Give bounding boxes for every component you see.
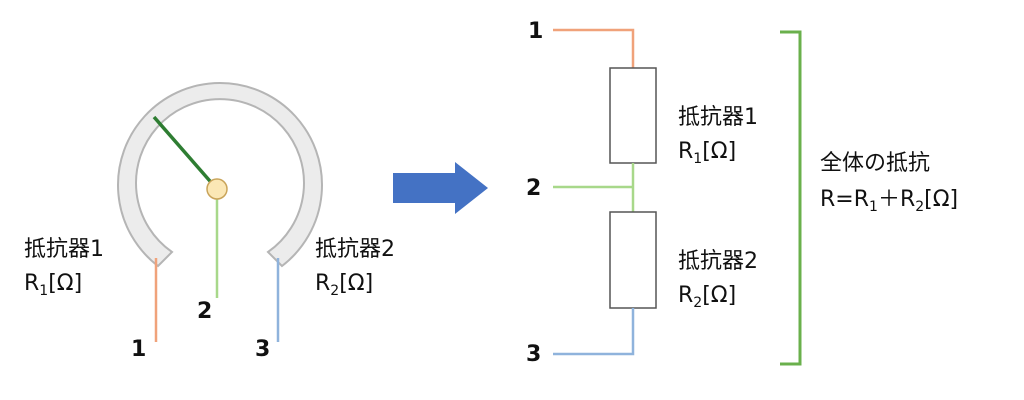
wiper-arm [152,115,218,190]
terminal-3-wire [553,308,635,356]
circuit-resistor1-name: 抵抗器1 [678,105,758,130]
resistor-1-symbol [609,67,657,164]
wiper-pivot [206,178,228,200]
circuit-terminal-2-label: 2 [526,176,541,201]
total-resistance-formula: R=R1＋R2[Ω] [820,187,958,215]
pot-resistor1-name: 抵抗器1 [24,237,104,262]
terminal-1-wire [553,28,635,68]
circuit-resistor2-unit: R2[Ω] [678,283,736,311]
equivalent-circuit: 1 2 3 抵抗器1 R1[Ω] 抵抗器2 R2[Ω] 全体の抵抗 R=R1＋R… [526,19,958,367]
bracket [780,30,802,366]
resistor-2-symbol [609,211,657,309]
pot-resistor2-unit: R2[Ω] [315,271,373,299]
pot-terminal-1-label: 1 [131,337,146,362]
pot-resistor1-unit: R1[Ω] [24,271,82,299]
circuit-terminal-1-label: 1 [528,19,543,44]
potentiometer: 1 2 3 抵抗器1 R1[Ω] 抵抗器2 R2[Ω] [24,82,395,362]
total-resistance-title: 全体の抵抗 [820,151,930,176]
resistive-track [117,82,323,268]
circuit-resistor2-name: 抵抗器2 [678,249,758,274]
pot-terminal-2-label: 2 [197,299,212,324]
circuit-terminal-3-label: 3 [526,342,541,367]
pot-resistor2-name: 抵抗器2 [315,237,395,262]
pot-terminal-3-label: 3 [255,337,270,362]
right-arrow-icon [393,162,488,214]
circuit-resistor1-unit: R1[Ω] [678,139,736,167]
